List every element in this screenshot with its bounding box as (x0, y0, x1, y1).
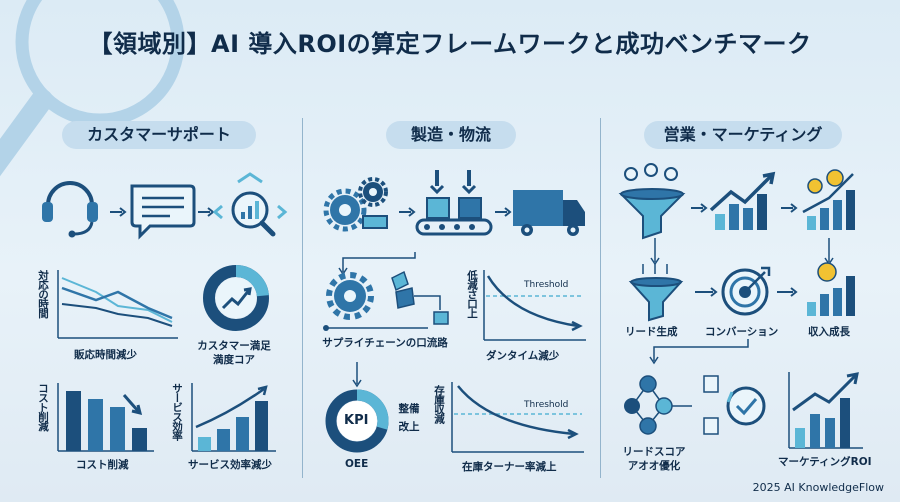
marketing-roi-label: マーケティングROI (778, 456, 872, 468)
cost-reduction-bar-chart (57, 383, 154, 452)
service-efficiency-bar-chart (191, 383, 276, 452)
funnel-icon (628, 264, 684, 322)
cost-bar (132, 428, 147, 451)
coins-growth-icon (802, 169, 855, 230)
page-title: 【領域別】AI 導入ROIの算定フレームワークと成功ベンチマーク (88, 30, 812, 58)
arrow-right-icon (781, 203, 798, 213)
inventory-turnover-label: 在庫ターナー率減上 (462, 461, 557, 473)
analytics-magnifier-icon (212, 172, 288, 237)
arrow-right-icon (110, 207, 127, 217)
column-divider-2 (600, 118, 601, 478)
target-icon (721, 266, 771, 316)
gears-icon (323, 177, 388, 232)
arrow-right-icon (399, 207, 416, 217)
roi-bar (810, 414, 820, 448)
kpi-side-label: 整備改上 (398, 403, 420, 433)
kpi-text: KPI (344, 413, 369, 428)
growth-chart-icon (709, 171, 776, 230)
revenue-growth-label: 収入成長 (808, 326, 850, 338)
arrow-right-icon (691, 203, 708, 213)
downtime-axis-label: 低減さ口上 (466, 270, 478, 318)
efficiency-axis-label: サービス効率 (171, 383, 183, 440)
trend-up-icon (221, 289, 251, 310)
efficiency-bar (198, 437, 211, 451)
efficiency-bar (217, 429, 230, 451)
lead-scoring-label: リードスコアアオオ優化 (622, 446, 686, 472)
inventory-turnover-chart (451, 382, 584, 453)
down-arrow-icon (122, 394, 140, 412)
downtime-decline-chart (483, 270, 586, 341)
sales-flow-icons (618, 163, 855, 240)
service-efficiency-label: サービス効率減少 (188, 459, 272, 471)
lead-scoring-network-icon (624, 375, 766, 435)
inventory-axis-label: 存庫収減 (433, 385, 445, 423)
section-heading-manufacturing: 製造・物流 (386, 121, 516, 149)
trend-curve (195, 387, 265, 429)
response-time-label: 販応時間減少 (74, 349, 137, 361)
cost-reduction-label: コスト削減 (76, 459, 129, 471)
arrow-right-icon (198, 207, 215, 217)
headset-icon (42, 181, 98, 238)
supply-chain-label: サプライチェーンの口流路 (322, 337, 448, 349)
footer-credit: 2025 AI KnowledgeFlow (752, 481, 884, 494)
cost-bar (66, 391, 81, 451)
conversion-label: コンバーション (705, 326, 779, 338)
supply-chain-gear-icon (323, 270, 449, 331)
satisfaction-donut-chart (203, 265, 269, 331)
roi-bar (825, 418, 835, 448)
inventory-threshold-label: Threshold (524, 400, 569, 410)
chat-bubble-icon (130, 184, 196, 240)
lead-generation-label: リード生成 (625, 326, 678, 338)
oee-label: OEE (345, 458, 369, 470)
support-flow-icons (42, 172, 288, 240)
column-divider-1 (302, 118, 303, 478)
sales-stage-icons (628, 262, 855, 322)
revenue-bars-icon (807, 262, 855, 316)
roi-bar (795, 428, 805, 448)
downtime-label: ダンタイム減少 (486, 350, 560, 362)
marketing-roi-chart (788, 372, 863, 449)
down-arrow-icon (352, 362, 362, 388)
roi-bar (840, 398, 850, 448)
funnel-people-icon (618, 163, 686, 240)
response-time-axis-label: 対応の時間 (37, 270, 49, 318)
connector-arrow (649, 339, 749, 365)
efficiency-bar (255, 401, 268, 451)
efficiency-bar (236, 417, 249, 451)
truck-icon (513, 190, 585, 236)
arrow-right-icon (695, 287, 718, 297)
manufacturing-flow-icons (323, 170, 585, 236)
cost-bar (88, 399, 103, 451)
cost-axis-label: コスト削減 (37, 383, 49, 431)
cost-bar (110, 407, 125, 451)
kpi-donut-chart (325, 389, 389, 453)
section-heading-sales-marketing: 営業・マーケティング (644, 121, 842, 149)
section-heading-customer-support: カスタマーサポート (62, 121, 256, 149)
response-time-line-chart (57, 270, 178, 339)
arrow-right-icon (495, 207, 512, 217)
satisfaction-label: カスタマー満足満度コア (197, 340, 271, 366)
downtime-threshold-label: Threshold (524, 280, 569, 290)
robot-arms-conveyor-icon (415, 170, 493, 236)
arrow-right-icon (777, 287, 798, 297)
